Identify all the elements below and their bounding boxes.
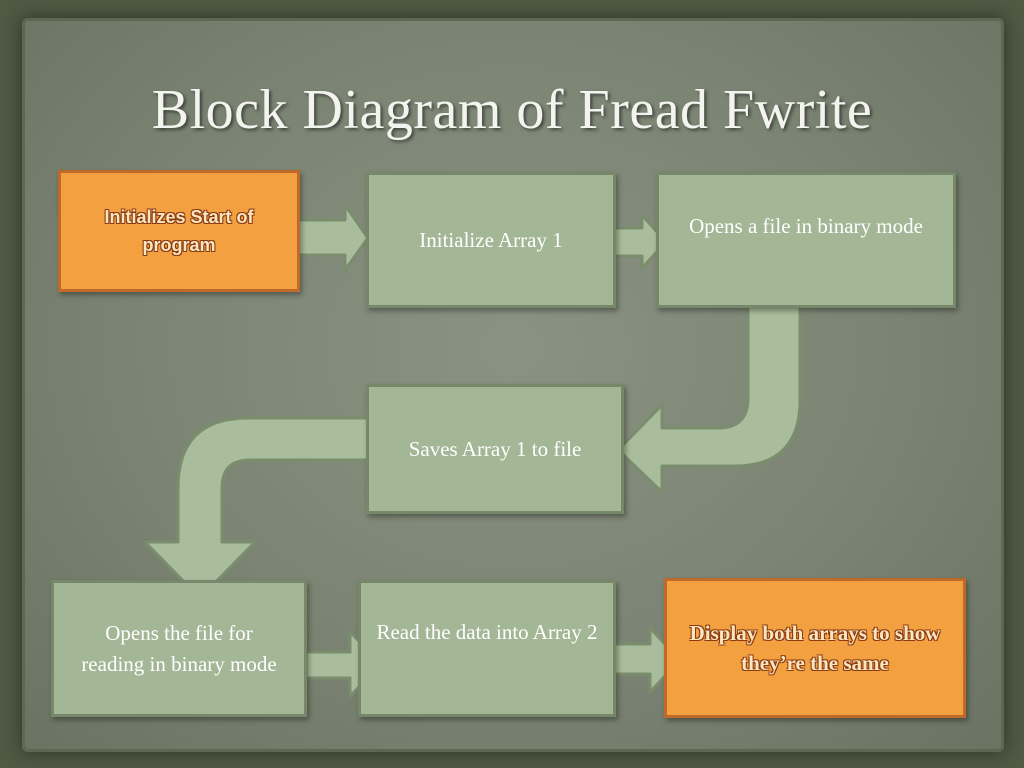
- read-data-box: Read the data into Array 2: [358, 580, 616, 717]
- init-array-box: Initialize Array 1: [366, 172, 616, 308]
- open-binary-box: Opens a file in binary mode: [656, 172, 956, 308]
- arrow-start-to-init: [296, 203, 370, 272]
- save-array-label: Saves Array 1 to file: [408, 436, 582, 461]
- slide-title: Block Diagram of Fread Fwrite: [151, 79, 873, 141]
- start-step-label: Initializes Start of program: [104, 207, 254, 255]
- open-read-box: Opens the file for reading in binary mod…: [51, 580, 307, 717]
- save-array-box: Saves Array 1 to file: [366, 384, 624, 514]
- arrow-init-to-open: [612, 213, 668, 270]
- open-binary-label: Opens a file in binary mode: [689, 214, 923, 238]
- init-array-label: Initialize Array 1: [419, 227, 563, 252]
- open-read-label: Opens the file for reading in binary mod…: [81, 620, 277, 676]
- start-step-box: Initializes Start of program: [58, 170, 300, 292]
- arrow-open-to-save: [616, 304, 802, 494]
- arrow-save-to-read: [143, 416, 370, 600]
- display-step-label: Display both arrays to show they’re the …: [689, 621, 941, 675]
- display-step-box: Display both arrays to show they’re the …: [664, 578, 966, 718]
- read-data-label: Read the data into Array 2: [376, 620, 598, 644]
